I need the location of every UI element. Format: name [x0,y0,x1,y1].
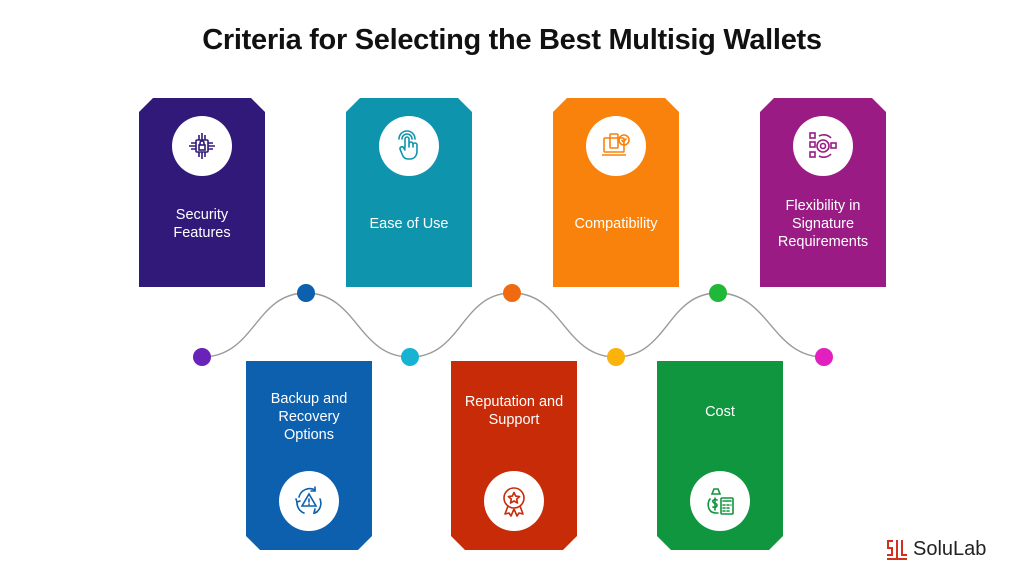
criterion-backup-recovery: Backup and Recovery Options [246,361,372,550]
timeline-dot [709,284,727,302]
criterion-label: Reputation and Support [464,394,564,428]
solulab-logo-icon [887,539,907,560]
target-checklist-icon [793,116,853,176]
criterion-compatibility: Compatibility [553,98,679,287]
card-shape [553,98,679,287]
chip-lock-icon [172,116,232,176]
criterion-security-features: Security Features [139,98,265,287]
card-shape [346,98,472,287]
card-shape [246,361,372,550]
card-shape [139,98,265,287]
brand-name: SoluLab [913,538,987,560]
card-shape [657,361,783,550]
criterion-cost: Cost [657,361,783,550]
criterion-label: Compatibility [574,216,658,232]
criterion-flexibility-signature: Flexibility in Signature Requirements [760,98,886,287]
criterion-label: Cost [705,404,735,420]
devices-check-icon [586,116,646,176]
timeline-dot [297,284,315,302]
touch-hand-icon [379,116,439,176]
card-fill [346,98,472,287]
criterion-reputation-support: Reputation and Support [451,361,577,550]
criterion-label: Flexibility in Signature Requirements [777,198,869,250]
card-fill [451,361,577,550]
timeline-dot [607,348,625,366]
brand-logo: SoluLab [886,538,986,561]
criterion-label: Backup and Recovery Options [270,391,348,443]
card-fill [139,98,265,287]
card-fill [760,98,886,287]
timeline-dot [503,284,521,302]
award-badge-icon [484,471,544,531]
criterion-label: Security Features [173,207,231,241]
money-calculator-icon [690,471,750,531]
timeline-dot [815,348,833,366]
timeline-dot [401,348,419,366]
recovery-cycle-icon [279,471,339,531]
card-fill [246,361,372,550]
criterion-ease-of-use: Ease of Use [346,98,472,287]
page-title: Criteria for Selecting the Best Multisig… [202,24,822,56]
card-fill [657,361,783,550]
card-shape [760,98,886,287]
criterion-label: Ease of Use [369,216,449,232]
card-shape [451,361,577,550]
card-fill [553,98,679,287]
timeline-dot [193,348,211,366]
